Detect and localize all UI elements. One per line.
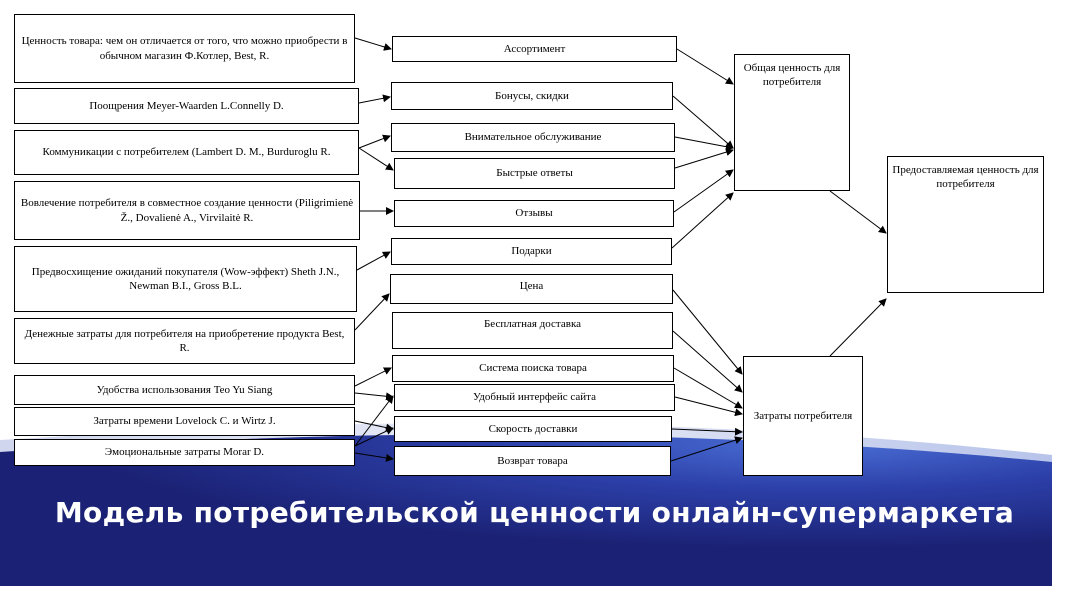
source-label: Предвосхищение ожиданий покупателя (Wow-… [31,265,340,292]
source-label: Денежные затраты для потребителя на прио… [24,327,345,354]
arrow [354,367,392,387]
source-box-wow-effect: Предвосхищение ожиданий покупателя (Wow-… [14,246,357,312]
factor-box-site-interface: Удобный интерфейс сайта [394,384,675,411]
arrow [673,367,743,409]
arrow [672,95,734,149]
factor-label: Возврат товара [497,454,568,467]
factor-label: Подарки [511,245,552,258]
factor-label: Ассортимент [503,42,566,55]
source-label: Коммуникации с потребителем (Lambert D. … [42,146,331,159]
arrow [354,37,392,51]
source-box-money-costs: Денежные затраты для потребителя на прио… [14,318,355,364]
factor-box-gifts: Подарки [391,238,672,265]
source-label: Эмоциональные затраты Morar D. [104,446,265,459]
source-box-usability: Удобства использования Teo Yu Siang [14,375,355,405]
factor-label: Внимательное обслуживание [464,131,602,144]
arrow [674,136,734,151]
factor-box-bonuses: Бонусы, скидки [391,82,673,110]
factor-box-product-return: Возврат товара [394,446,671,476]
factor-box-assortment: Ассортимент [392,36,677,62]
source-label: Ценность товара: чем он отличается от то… [21,35,348,62]
arrow [670,436,743,462]
arrow [829,190,887,234]
arrow [674,396,743,417]
arrow [673,169,734,213]
arrow [829,298,887,357]
source-box-product-value: Ценность товара: чем он отличается от то… [14,14,355,83]
source-box-time-costs: Затраты времени Lovelock C. и Wirtz J. [14,407,355,436]
source-box-rewards: Поощрения Meyer-Waarden L.Connelly D. [14,88,359,124]
arrow [354,427,394,447]
arrow [671,427,743,436]
arrow [672,289,743,375]
factor-label: Быстрые ответы [496,167,573,180]
slide-title: Модель потребительской ценности онлайн-с… [54,496,1015,529]
factor-box-free-delivery: Бесплатная доставка [392,312,673,349]
arrow [354,392,394,401]
factor-box-attentive-service: Внимательное обслуживание [391,123,675,152]
arrow [676,48,734,85]
costs-label: Затраты потребителя [753,409,853,422]
factor-box-reviews: Отзывы [394,200,674,227]
total-value-label: Общая ценность для потребителя [743,62,841,89]
arrow [354,452,394,462]
costs-box: Затраты потребителя [743,356,863,476]
factor-label: Удобный интерфейс сайта [473,391,596,404]
factor-label: Скорость доставки [488,422,578,435]
factor-label: Бесплатная доставка [483,318,582,330]
arrow [358,94,391,104]
arrow [672,330,743,393]
source-box-communication: Коммуникации с потребителем (Lambert D. … [14,130,359,175]
source-label: Поощрения Meyer-Waarden L.Connelly D. [89,99,284,112]
arrow [354,395,394,447]
arrow [358,134,391,149]
source-label: Удобства использования Teo Yu Siang [96,383,273,396]
arrow [356,251,391,271]
source-box-emotional-costs: Эмоциональные затраты Morar D. [14,439,355,466]
arrow [354,420,394,432]
factor-box-delivery-speed: Скорость доставки [394,416,672,442]
result-label: Предоставляемая ценность для потребителя [892,164,1039,191]
right-margin [1052,0,1069,604]
source-label: Затраты времени Lovelock C. и Wirtz J. [93,415,276,428]
total-value-box: Общая ценность для потребителя [734,54,850,191]
arrow [358,147,394,171]
factor-box-quick-answers: Быстрые ответы [394,158,675,189]
factor-label: Отзывы [515,207,553,220]
factor-label: Цена [519,280,544,292]
factor-label: Бонусы, скидки [495,89,569,102]
source-label: Вовлечение потребителя в совместное созд… [20,197,354,224]
factor-box-price: Цена [390,274,673,304]
factor-box-search-system: Система поиска товара [392,355,674,382]
arrow [354,293,390,331]
result-box: Предоставляемая ценность для потребителя [887,156,1044,293]
bottom-margin [0,586,1069,604]
arrow [671,192,734,249]
arrow [674,148,734,169]
source-box-co-creation: Вовлечение потребителя в совместное созд… [14,181,360,240]
factor-label: Система поиска товара [479,362,587,375]
